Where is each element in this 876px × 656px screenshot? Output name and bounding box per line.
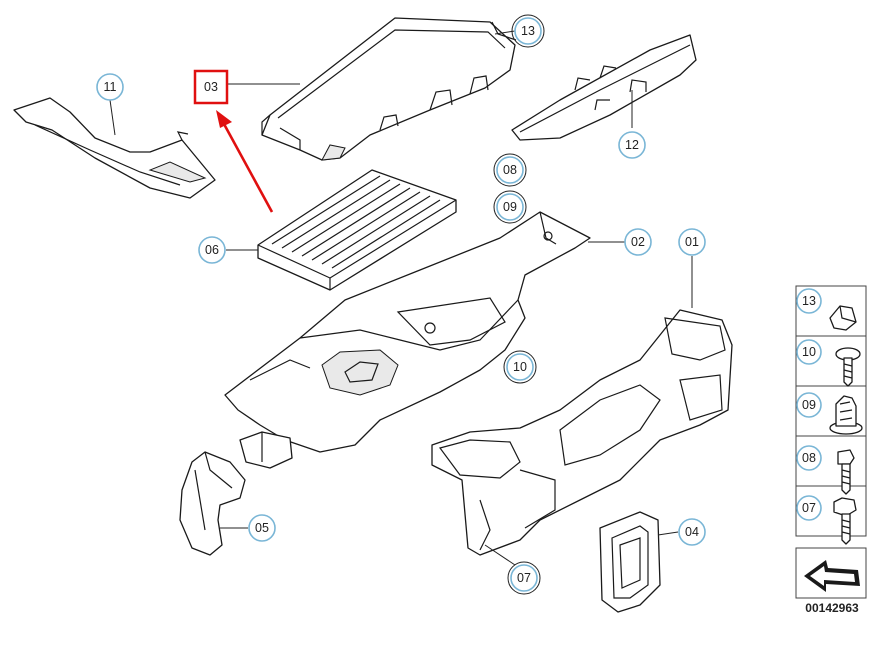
callout-05[interactable]: 05 [248, 514, 276, 542]
callout-10[interactable]: 10 [503, 350, 537, 384]
svg-text:09: 09 [802, 398, 816, 412]
callout-04[interactable]: 04 [678, 518, 706, 546]
svg-text:13: 13 [521, 24, 535, 38]
svg-text:02: 02 [631, 235, 645, 249]
diagram-number: 00142963 [805, 601, 859, 615]
fastener-legend: 13 10 09 08 [795, 285, 867, 599]
legend-item-07[interactable]: 07 [796, 495, 857, 545]
svg-text:10: 10 [802, 345, 816, 359]
svg-text:05: 05 [255, 521, 269, 535]
svg-text:04: 04 [685, 525, 699, 539]
callout-01[interactable]: 01 [678, 228, 706, 256]
callout-13[interactable]: 13 [511, 14, 545, 48]
callout-03-highlighted[interactable]: 03 [193, 69, 229, 105]
svg-text:06: 06 [205, 243, 219, 257]
svg-text:07: 07 [517, 571, 531, 585]
callout-11[interactable]: 11 [96, 73, 124, 101]
callout-07[interactable]: 07 [507, 561, 541, 595]
lower-housing [224, 211, 591, 469]
svg-text:07: 07 [802, 501, 816, 515]
left-duct-bracket [13, 97, 216, 199]
intake-hose [179, 451, 246, 556]
leader-lines [109, 30, 693, 566]
highlight-arrow [216, 110, 274, 213]
svg-text:03: 03 [204, 80, 218, 94]
legend-item-10[interactable]: 10 [796, 339, 861, 387]
callout-09[interactable]: 09 [493, 190, 527, 224]
svg-text:08: 08 [802, 451, 816, 465]
filter-pleats [271, 175, 441, 269]
intake-duct [431, 309, 733, 556]
right-rail-bracket [511, 34, 697, 141]
svg-text:12: 12 [625, 138, 639, 152]
callout-02[interactable]: 02 [624, 228, 652, 256]
direction-arrow-icon [804, 560, 860, 592]
legend-item-09[interactable]: 09 [796, 392, 863, 435]
callout-06[interactable]: 06 [198, 236, 226, 264]
callout-08[interactable]: 08 [493, 153, 527, 187]
air-filter-cover [261, 17, 517, 161]
callout-12[interactable]: 12 [618, 131, 646, 159]
gasket-frame [599, 511, 661, 613]
svg-text:11: 11 [104, 80, 117, 94]
svg-text:10: 10 [513, 360, 527, 374]
svg-text:09: 09 [503, 200, 517, 214]
filter-element [257, 169, 457, 291]
svg-text:08: 08 [503, 163, 517, 177]
legend-item-13[interactable]: 13 [796, 288, 857, 331]
svg-text:13: 13 [802, 294, 816, 308]
svg-text:01: 01 [685, 235, 699, 249]
legend-item-08[interactable]: 08 [796, 445, 855, 495]
